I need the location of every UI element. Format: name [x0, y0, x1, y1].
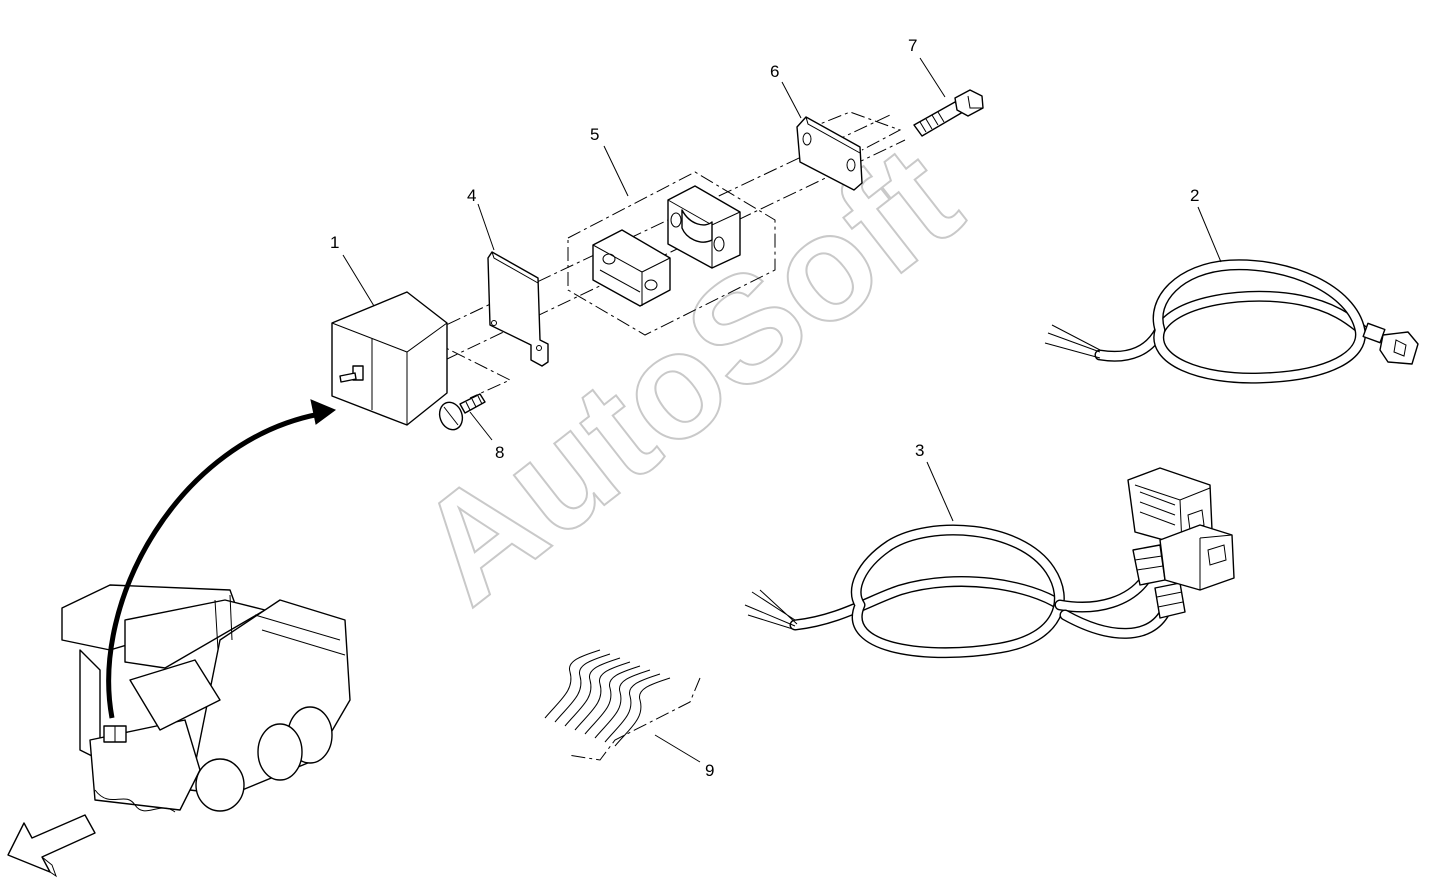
callout-9: 9: [705, 761, 714, 780]
part-2-wiring-harness: [1044, 259, 1419, 384]
callout-5: 5: [590, 125, 599, 144]
callout-labels: 1 2 3 4 5 6 7 8 9: [330, 36, 1199, 780]
callout-4: 4: [467, 186, 476, 205]
callout-7: 7: [908, 36, 917, 55]
part-8-screw: [438, 393, 486, 431]
part-5-clamp-set: [567, 171, 776, 336]
part-4-bracket-plate: [487, 251, 549, 367]
callout-2: 2: [1190, 186, 1199, 205]
part-6-cover-plate: [796, 116, 863, 191]
callout-1: 1: [330, 233, 339, 252]
callout-6: 6: [770, 62, 779, 81]
part-3-connector-harness: [744, 467, 1235, 659]
callout-leaders: [342, 57, 1222, 763]
callout-8: 8: [495, 443, 504, 462]
part-1-switch-box: [331, 291, 448, 426]
direction-arrow-icon: [7, 814, 96, 878]
paver-machine: [61, 584, 351, 813]
callout-3: 3: [915, 441, 924, 460]
part-9-cable-bundle: [544, 649, 701, 761]
location-arrow: [106, 399, 337, 719]
part-7-hex-bolt: [913, 89, 984, 137]
